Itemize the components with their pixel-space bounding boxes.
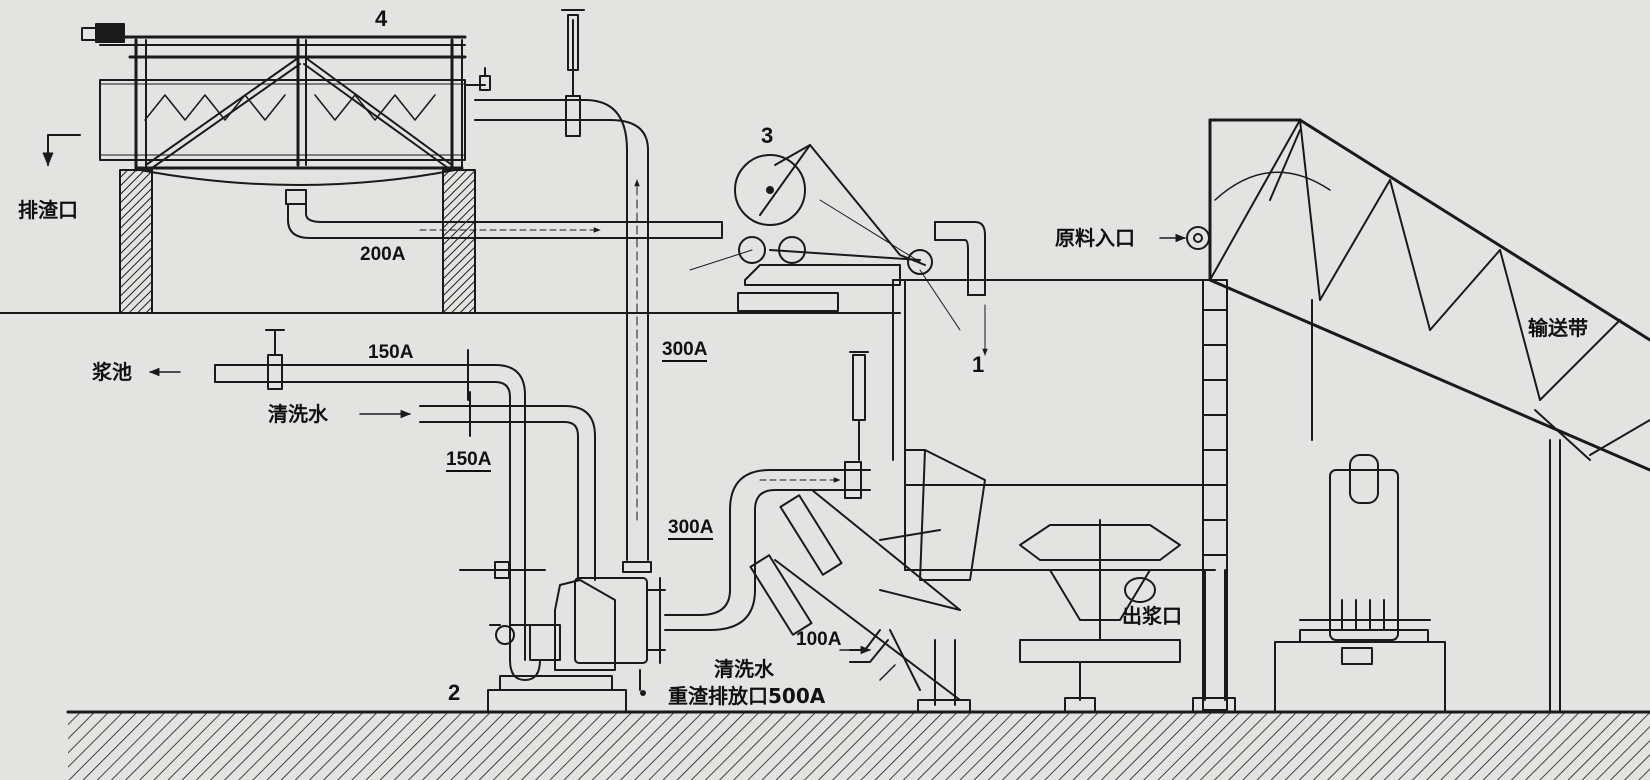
label-slurry-pool: 浆池 [92,360,132,384]
label-pipe-300a-vertical: 300A [662,339,708,362]
pump-2 [487,561,666,713]
pulper-tank-1 [749,279,1228,713]
ground-floor [66,710,1650,780]
label-slag-outlet: 排渣口 [18,198,78,222]
label-raw-material-inlet: 原料入口 [1055,226,1135,250]
label-no-1: 1 [972,352,985,377]
label-pipe-100a: 100A [796,629,842,650]
label-conveyor-belt: 输送带 [1528,316,1588,340]
label-pipe-300a-pump: 300A [668,517,714,540]
drum-screen-4 [42,23,491,314]
label-wash-water-bottom: 清洗水 [714,657,774,681]
label-wash-water-top: 清洗水 [268,402,328,426]
conveyor-truss [1186,118,1650,713]
pipe-200a [285,189,723,239]
label-no-2: 2 [448,680,461,705]
label-pipe-150a-top: 150A [368,342,414,363]
pipe-300a-vertical [474,9,649,561]
vibrating-screen-3 [689,144,988,356]
label-pulp-outlet: 出浆口 [1122,604,1182,628]
pipes-150a [214,329,596,681]
label-pipe-150a-side: 150A [446,449,492,472]
label-no-3: 3 [761,123,774,148]
drive-motor [1274,454,1446,713]
support-columns [1192,569,1236,713]
label-arrows [148,233,1187,681]
pipe-300a-pump [664,461,871,631]
label-pipe-200a: 200A [360,244,406,265]
label-heavy-slag-outlet: 重渣排放口500A [668,684,826,708]
label-no-4: 4 [375,6,388,31]
